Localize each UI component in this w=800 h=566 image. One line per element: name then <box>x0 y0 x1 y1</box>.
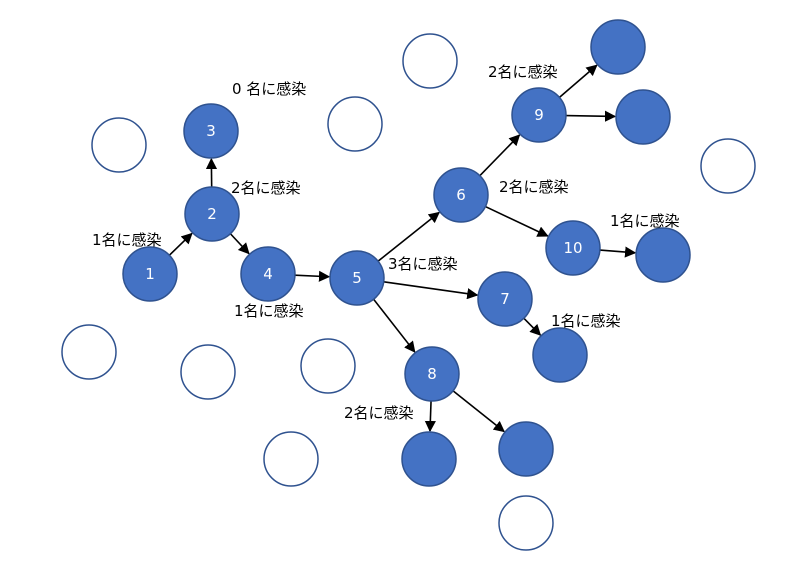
node-circle <box>240 246 296 302</box>
infected-node-n7: 7 <box>477 271 533 327</box>
uninfected-node-e4 <box>700 138 756 194</box>
edge-n6-to-n10 <box>485 205 549 237</box>
annotation-node-10: 1名に感染 <box>610 212 680 230</box>
annotation-node-2: 2名に感染 <box>231 179 301 197</box>
edge-n5-to-n7 <box>383 281 479 300</box>
infected-node-n8a <box>401 431 457 487</box>
nodes-layer: 1 2 3 4 5 6 7 8 9 10 <box>61 19 756 551</box>
node-label: 5 <box>352 269 362 287</box>
node-circle <box>183 103 239 159</box>
node-label: 4 <box>263 265 273 283</box>
annotation-node-3: 0 名に感染 <box>232 80 306 98</box>
edge-n9-to-n9a <box>558 64 598 98</box>
uninfected-node-e6 <box>180 344 236 400</box>
edges-layer <box>168 64 637 433</box>
node-circle <box>91 117 147 173</box>
node-circle <box>329 250 385 306</box>
edge-n1-to-n2 <box>168 232 193 256</box>
infected-node-n4: 4 <box>240 246 296 302</box>
node-circle <box>498 495 554 551</box>
edge-n7-to-n7a <box>523 317 542 336</box>
node-label: 2 <box>207 205 217 223</box>
infected-node-n1: 1 <box>122 246 178 302</box>
node-circle <box>700 138 756 194</box>
node-circle <box>511 87 567 143</box>
uninfected-node-e2 <box>327 96 383 152</box>
annotations-layer: 1名に感染 2名に感染 0 名に感染 1名に感染 3名に感染 2名に感染 1名に… <box>92 63 680 422</box>
node-circle <box>532 327 588 383</box>
infected-node-n5: 5 <box>329 250 385 306</box>
uninfected-node-e5 <box>61 324 117 380</box>
infected-node-n8: 8 <box>404 346 460 402</box>
node-circle <box>327 96 383 152</box>
infected-node-n10: 10 <box>545 220 601 276</box>
infected-node-n8b <box>498 421 554 477</box>
node-circle <box>477 271 533 327</box>
annotation-node-9: 2名に感染 <box>488 63 558 81</box>
infected-node-n6: 6 <box>433 167 489 223</box>
uninfected-node-e8 <box>263 431 319 487</box>
edge-n4-to-n5 <box>294 270 331 282</box>
annotation-node-5: 3名に感染 <box>388 255 458 273</box>
infected-node-n3: 3 <box>183 103 239 159</box>
edge-n9-to-n9b <box>565 110 617 122</box>
uninfected-node-e3 <box>91 117 147 173</box>
infected-node-n9: 9 <box>511 87 567 143</box>
edge-n8-to-n8b <box>452 390 505 433</box>
node-circle <box>401 431 457 487</box>
infected-node-n9a <box>590 19 646 75</box>
annotation-node-1: 1名に感染 <box>92 231 162 249</box>
node-circle <box>61 324 117 380</box>
edge-n5-to-n6 <box>377 211 440 262</box>
annotation-node-6: 2名に感染 <box>499 178 569 196</box>
infected-node-n9b <box>615 89 671 145</box>
edge-n8-to-n8a <box>424 400 436 433</box>
node-circle <box>300 338 356 394</box>
infected-node-n7a <box>532 327 588 383</box>
node-circle <box>498 421 554 477</box>
node-circle <box>184 186 240 242</box>
node-label: 8 <box>427 365 437 383</box>
uninfected-node-e1 <box>402 33 458 89</box>
edge-n10-to-n10a <box>599 246 637 258</box>
infected-node-n2: 2 <box>184 186 240 242</box>
node-circle <box>122 246 178 302</box>
node-circle <box>263 431 319 487</box>
node-circle <box>404 346 460 402</box>
edge-n2-to-n4 <box>229 233 250 255</box>
node-circle <box>402 33 458 89</box>
node-circle <box>180 344 236 400</box>
node-circle <box>635 227 691 283</box>
annotation-node-4: 1名に感染 <box>234 302 304 320</box>
node-circle <box>615 89 671 145</box>
edge-n5-to-n8 <box>372 298 416 353</box>
edge-n6-to-n9 <box>479 134 521 177</box>
annotation-node-8: 2名に感染 <box>344 404 414 422</box>
annotation-node-7: 1名に感染 <box>551 312 621 330</box>
node-label: 1 <box>145 265 155 283</box>
node-label: 6 <box>456 186 466 204</box>
node-label: 7 <box>500 290 510 308</box>
uninfected-node-e9 <box>498 495 554 551</box>
node-label: 3 <box>206 122 216 140</box>
node-circle <box>433 167 489 223</box>
node-circle <box>590 19 646 75</box>
infected-node-n10a <box>635 227 691 283</box>
node-label: 10 <box>563 239 582 257</box>
node-circle <box>545 220 601 276</box>
node-label: 9 <box>534 106 544 124</box>
uninfected-node-e7 <box>300 338 356 394</box>
